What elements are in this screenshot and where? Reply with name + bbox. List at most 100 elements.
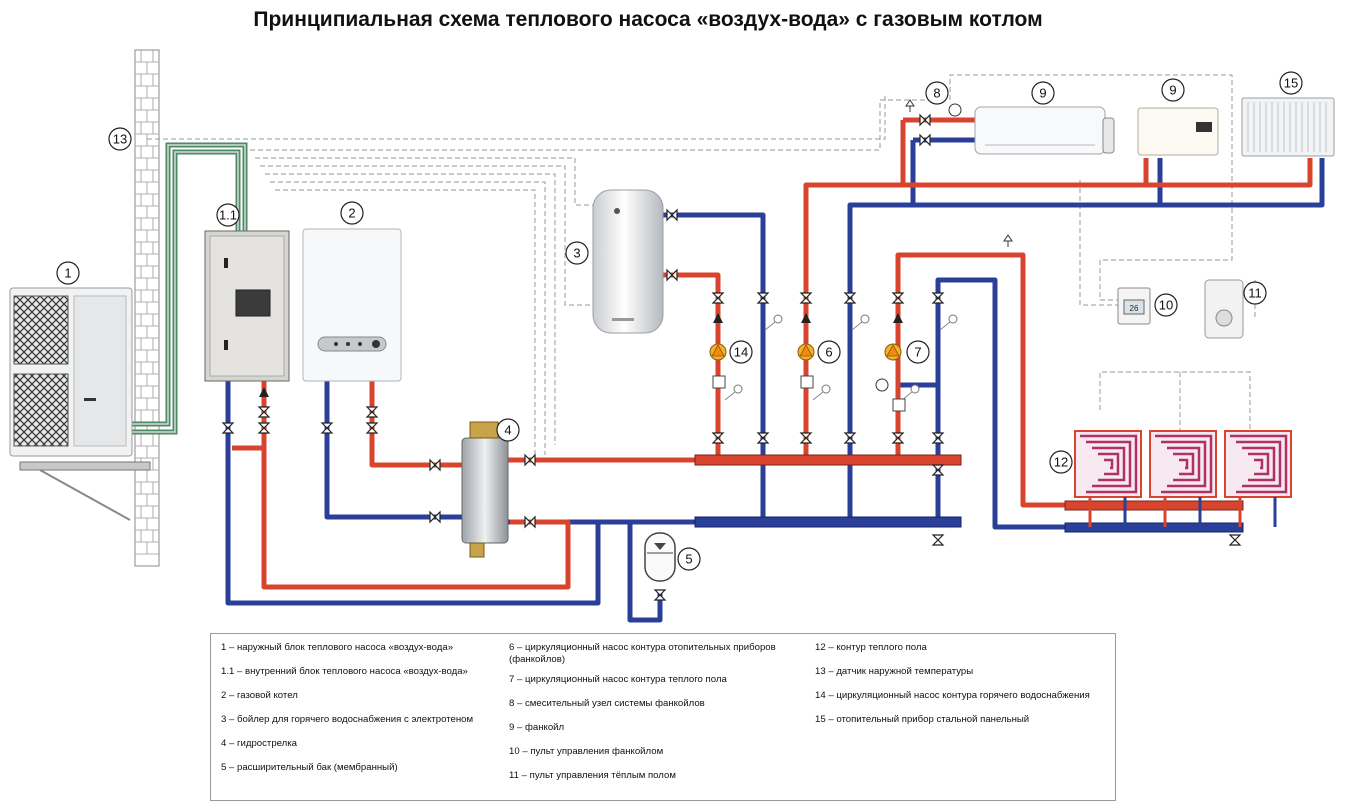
legend-column-3: 12 – контур теплого пола 13 – датчик нар… <box>815 642 1115 738</box>
component-tag-9b: 9 <box>1161 78 1185 102</box>
legend-item: 3 – бойлер для горячего водоснабжения с … <box>221 714 474 725</box>
gauge-icon <box>851 314 870 331</box>
component-tag-label: 9 <box>1039 86 1046 101</box>
component-tag-10: 10 <box>1154 293 1178 317</box>
legend-item: 10 – пульт управления фанкойлом <box>509 746 664 757</box>
ball-valve-icon <box>666 208 678 222</box>
hydraulic-separator <box>461 421 509 558</box>
dhw-boiler <box>592 189 664 334</box>
ball-valve-icon <box>429 510 441 524</box>
mixing-valve-icon <box>875 378 889 392</box>
component-tag-3: 3 <box>565 241 589 265</box>
ball-valve-icon <box>931 464 945 476</box>
legend-item: 7 – циркуляционный насос контура теплого… <box>509 674 727 685</box>
ball-valve-icon <box>799 292 813 304</box>
air-vent-icon <box>905 99 915 107</box>
legend-column-2: 6 – циркуляционный насос контура отопите… <box>509 642 809 794</box>
legend-item: 13 – датчик наружной температуры <box>815 666 974 677</box>
ball-valve-icon <box>666 268 678 282</box>
legend-item: 1.1 – внутренний блок теплового насоса «… <box>221 666 468 677</box>
component-tag-5: 5 <box>677 547 701 571</box>
mixing-valve-icon <box>948 103 962 117</box>
component-tag-14: 14 <box>729 340 753 364</box>
gas-boiler <box>302 228 402 382</box>
component-tag-4: 4 <box>496 418 520 442</box>
component-tag-label: 7 <box>914 345 921 360</box>
legend-item: 11 – пульт управления тёплым полом <box>509 770 676 781</box>
ball-valve-icon <box>843 292 857 304</box>
check-valve-icon <box>259 387 269 397</box>
component-tag-label: 10 <box>1159 298 1173 313</box>
brick-wall <box>134 49 160 567</box>
gauge-icon <box>812 384 831 401</box>
ball-valve-icon <box>756 432 770 444</box>
component-tag-11: 11 <box>1243 281 1267 305</box>
ball-valve-icon <box>257 406 271 418</box>
legend-item: 6 – циркуляционный насос контура отопите… <box>509 642 776 665</box>
expansion-tank <box>644 532 676 582</box>
check-valve-icon <box>801 313 811 323</box>
outdoor-unit <box>9 287 151 521</box>
legend-item: 8 – смесительный узел системы фанкойлов <box>509 698 705 709</box>
ball-valve-icon <box>365 422 379 434</box>
component-tag-8: 8 <box>925 81 949 105</box>
ball-valve-icon <box>524 453 536 467</box>
strainer-icon <box>800 375 814 389</box>
check-valve-icon <box>893 313 903 323</box>
component-tag-label: 5 <box>685 552 692 567</box>
diagram-title: Принципиальная схема теплового насоса «в… <box>253 8 1043 31</box>
component-tag-label: 1 <box>64 266 71 281</box>
ball-valve-icon <box>919 133 931 147</box>
component-tag-2: 2 <box>340 201 364 225</box>
component-tag-1-1: 1.1 <box>216 203 240 227</box>
ball-valve-icon <box>931 534 945 546</box>
strainer-icon <box>712 375 726 389</box>
return-manifold <box>694 516 1244 533</box>
air-vent-icon <box>1003 234 1013 242</box>
ball-valve-icon <box>320 422 334 434</box>
panel-radiator <box>1241 97 1335 157</box>
pump-icon <box>709 343 727 361</box>
strainer-icon <box>892 398 906 412</box>
underfloor-loops <box>1074 430 1292 527</box>
fancoil-wall <box>974 106 1115 155</box>
legend-item: 9 – фанкойл <box>509 722 565 733</box>
gauge-icon <box>724 384 743 401</box>
component-tag-label: 11 <box>1248 286 1262 301</box>
component-tag-label: 14 <box>734 345 748 360</box>
ball-valve-icon <box>919 113 931 127</box>
legend-item: 12 – контур теплого пола <box>815 642 927 653</box>
pipe-fittings <box>221 99 1242 601</box>
legend-item: 1 – наружный блок теплового насоса «возд… <box>221 642 454 653</box>
ball-valve-icon <box>257 422 271 434</box>
component-tag-6: 6 <box>817 340 841 364</box>
ball-valve-icon <box>931 292 945 304</box>
legend-item: 14 – циркуляционный насос контура горяче… <box>815 690 1090 701</box>
ball-valve-icon <box>891 432 905 444</box>
gauge-icon <box>764 314 783 331</box>
controller-display-value: 26 <box>1130 304 1139 313</box>
component-tag-9a: 9 <box>1031 81 1055 105</box>
component-tag-label: 13 <box>113 132 127 147</box>
pump-icon <box>797 343 815 361</box>
pump-icon <box>884 343 902 361</box>
gauge-icon <box>939 314 958 331</box>
outdoor-unit-pipes <box>125 142 248 435</box>
return-pipes <box>225 137 1325 623</box>
component-tag-label: 3 <box>573 246 580 261</box>
component-tag-1: 1 <box>56 261 80 285</box>
ball-valve-icon <box>799 432 813 444</box>
component-tag-label: 9 <box>1169 83 1176 98</box>
legend-item: 2 – газовой котел <box>221 690 298 701</box>
ball-valve-icon <box>891 292 905 304</box>
fancoil-console <box>1137 107 1219 156</box>
component-tag-label: 4 <box>504 423 511 438</box>
component-tag-label: 1.1 <box>219 208 237 223</box>
component-tag-12: 12 <box>1049 450 1073 474</box>
legend: 1 – наружный блок теплового насоса «возд… <box>210 633 1116 801</box>
component-tag-label: 6 <box>825 345 832 360</box>
ball-valve-icon <box>843 432 857 444</box>
component-tag-13: 13 <box>108 127 132 151</box>
